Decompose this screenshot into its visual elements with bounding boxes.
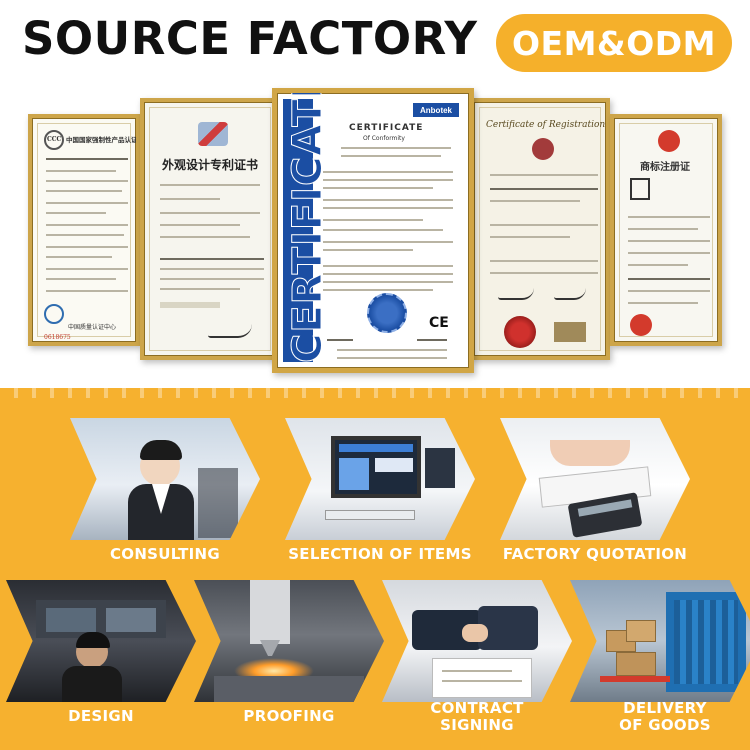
cqc-logo-icon xyxy=(44,304,64,324)
ccc-logo-icon: CCC xyxy=(44,130,64,150)
signature-icon xyxy=(208,324,252,338)
factory-quotation-image xyxy=(500,418,690,540)
certificate-vertical-text: CERTIFICATE xyxy=(285,88,332,364)
anbotek-logo: Anbotek xyxy=(413,103,459,117)
registration-emblem-icon xyxy=(532,138,554,160)
consulting-image xyxy=(70,418,260,540)
national-emblem-icon xyxy=(658,130,680,152)
step-contract-signing: CONTRACT SIGNING xyxy=(382,580,572,736)
registration-heading: Certificate of Registration xyxy=(486,120,606,130)
step-label-line1: CONTRACT xyxy=(430,699,524,717)
step-label-line2: OF GOODS xyxy=(619,716,711,734)
step-proofing: PROOFING xyxy=(194,580,384,736)
qa-logo-icon xyxy=(554,322,586,342)
oem-odm-badge: OEM&ODM xyxy=(496,14,732,72)
step-design: DESIGN xyxy=(6,580,196,736)
step-label: CONSULTING xyxy=(109,545,221,563)
design-patent-certificate: 外观设计专利证书 xyxy=(140,98,280,360)
signature-icon xyxy=(498,288,534,300)
patent-heading: 外观设计专利证书 xyxy=(162,158,259,172)
ce-mark: CE xyxy=(429,315,449,331)
header: SOURCE FACTORY OEM&ODM xyxy=(0,0,750,88)
national-emblem-icon xyxy=(630,314,652,336)
step-consulting: CONSULTING xyxy=(70,418,260,574)
proofing-image xyxy=(194,580,384,702)
contract-signing-image xyxy=(382,580,572,702)
certificates-row: CCC 中国国家强制性产品认证 中国质量认证中心 0618675 外观设计专利证… xyxy=(0,88,750,388)
step-label: FACTORY QUOTATION xyxy=(502,545,688,563)
step-label: SELECTION OF ITEMS xyxy=(288,545,472,563)
step-label-line1: DELIVERY xyxy=(623,699,707,717)
step-selection-of-items: SELECTION OF ITEMS xyxy=(285,418,475,574)
ce-heading: CERTIFICATE xyxy=(349,123,424,133)
registration-certificate: Certificate of Registration xyxy=(470,98,610,360)
step-factory-quotation: FACTORY QUOTATION xyxy=(500,418,690,574)
step-label: PROOFING xyxy=(243,707,335,725)
patent-logo-icon xyxy=(198,122,228,146)
ce-certificate: CERTIFICATE Anbotek CERTIFICATE Of Confo… xyxy=(272,88,474,373)
trademark-heading: 商标注册证 xyxy=(640,162,690,173)
process-section: CONSULTING SELECTION OF ITEMS FACTORY QU… xyxy=(0,388,750,750)
signature-icon xyxy=(554,288,586,300)
selection-of-items-image xyxy=(285,418,475,540)
trademark-logo-icon xyxy=(630,178,650,200)
step-delivery-of-goods: DELIVERY OF GOODS xyxy=(570,580,750,736)
design-image xyxy=(6,580,196,702)
ccc-heading: 中国国家强制性产品认证 xyxy=(66,136,138,144)
step-label: DESIGN xyxy=(68,707,134,725)
certificate-blue-band xyxy=(283,99,313,362)
trademark-certificate: 商标注册证 xyxy=(610,114,722,346)
step-label-line2: SIGNING xyxy=(440,716,514,734)
page-title: SOURCE FACTORY xyxy=(22,12,478,65)
ccc-certificate: CCC 中国国家强制性产品认证 中国质量认证中心 0618675 xyxy=(28,114,140,346)
delivery-of-goods-image xyxy=(570,580,750,702)
certification-seal-icon xyxy=(367,293,407,333)
red-wax-seal-icon xyxy=(504,316,536,348)
